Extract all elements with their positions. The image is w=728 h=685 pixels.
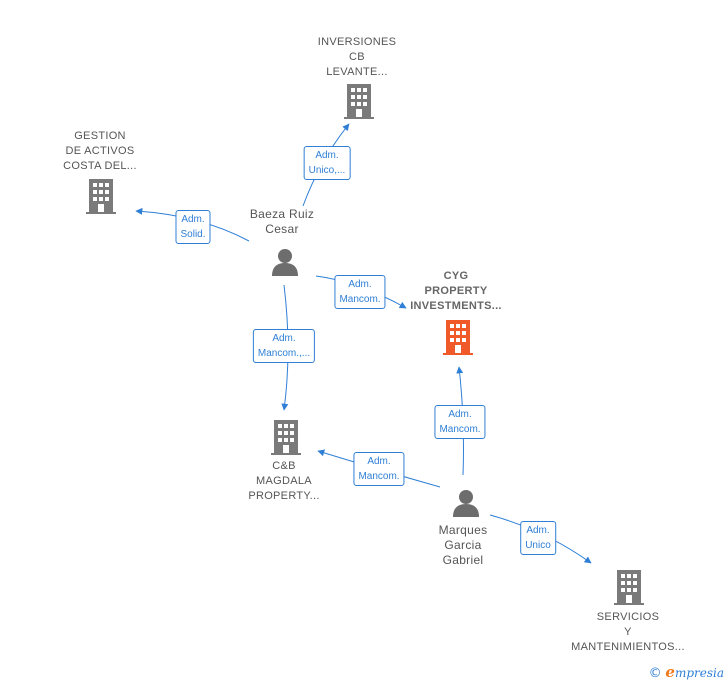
edge-label-baeza-cyg[interactable]: Adm. Mancom. [334,275,386,309]
empresia-logo[interactable]: © empresia [648,663,724,681]
edge-label-baeza-inversiones[interactable]: Adm. Unico,... [303,146,351,180]
person-icon[interactable] [271,248,299,281]
building-icon[interactable] [86,179,116,219]
edge-label-baeza-cb[interactable]: Adm. Mancom.,... [252,329,316,363]
node-label-inversiones[interactable]: INVERSIONES CB LEVANTE... [317,36,397,78]
node-label-servicios[interactable]: SERVICIOS Y MANTENIMIENTOS... [571,611,685,653]
building-icon[interactable] [271,420,301,460]
node-label-baeza[interactable]: Baeza Ruiz Cesar [249,207,315,236]
node-label-cyg[interactable]: CYG PROPERTY INVESTMENTS... [410,270,502,312]
building-icon[interactable] [614,570,644,610]
node-label-gestion[interactable]: GESTION DE ACTIVOS COSTA DEL... [63,130,137,172]
edge-label-marques-cb[interactable]: Adm. Mancom. [353,452,405,486]
edge-label-marques-cyg[interactable]: Adm. Mancom. [434,405,486,439]
copyright-icon: © [648,666,662,681]
node-label-marques[interactable]: Marques Garcia Gabriel [438,523,488,567]
person-icon[interactable] [452,489,480,522]
edge-label-marques-servicios[interactable]: Adm. Unico [520,521,556,555]
edge-label-baeza-gestion[interactable]: Adm. Solid. [175,210,211,244]
building-icon[interactable] [443,320,473,360]
node-label-cb[interactable]: C&B MAGDALA PROPERTY... [248,460,320,502]
building-icon[interactable] [344,84,374,124]
